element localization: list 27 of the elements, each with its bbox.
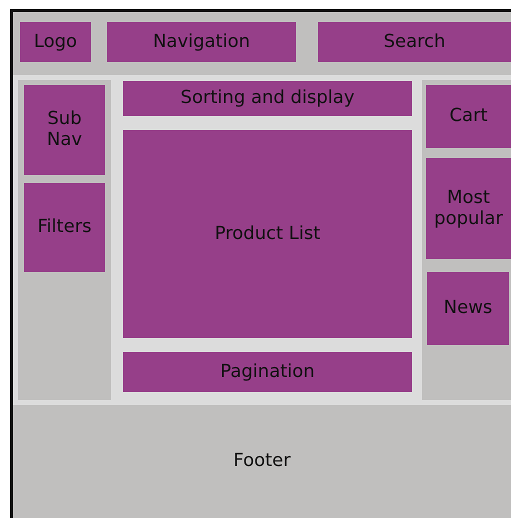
layout-block (24, 183, 105, 272)
block-label: Footer (232, 451, 292, 472)
block-label: Sorting and display (180, 88, 356, 109)
block-label: Product List (214, 224, 322, 244)
layout-block (426, 85, 511, 148)
layout-block (123, 352, 412, 392)
block-label: Search (382, 32, 446, 52)
footer-region (13, 405, 511, 518)
layout-block (123, 130, 412, 338)
layout-region (422, 80, 511, 400)
block-label: News (442, 298, 494, 319)
block-label: Navigation (152, 32, 252, 52)
block-label: Most popular (433, 188, 504, 230)
layout-block (24, 85, 105, 175)
layout-region (13, 12, 511, 75)
block-label: Cart (448, 106, 489, 127)
layout-block (318, 22, 511, 62)
block-label: Pagination (219, 362, 316, 382)
layout-block (107, 22, 296, 62)
layout-block (20, 22, 91, 62)
layout-region (18, 80, 111, 400)
block-label: Logo (32, 32, 78, 52)
layout-block (427, 272, 509, 345)
layout-block (426, 158, 511, 259)
block-label: Filters (36, 217, 92, 238)
layout-block (123, 81, 412, 116)
block-label: Sub Nav (46, 109, 84, 151)
